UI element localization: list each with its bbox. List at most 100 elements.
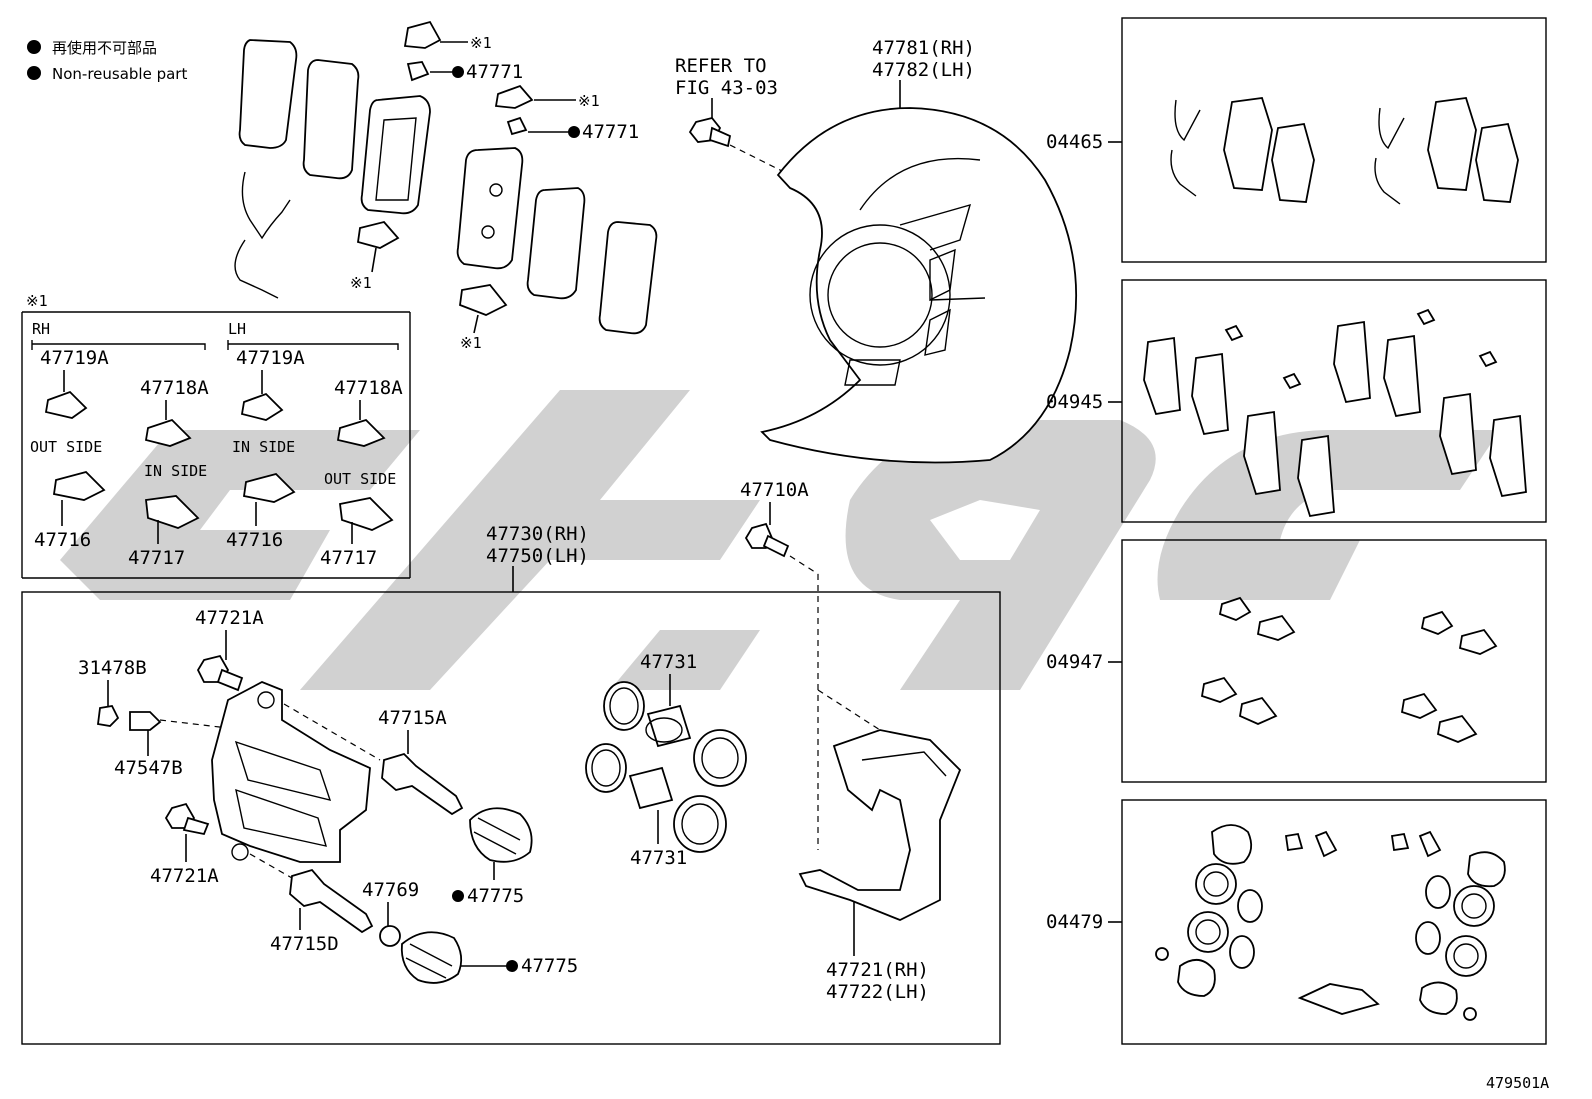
bleeder-icon <box>129 711 162 731</box>
clip-icon <box>1218 596 1252 621</box>
mark-1-label: ※1 <box>470 34 492 52</box>
cap-icon <box>1390 832 1410 852</box>
bleeder-icon <box>1418 830 1442 858</box>
kit-04479: 04479 <box>1046 799 1547 1045</box>
part-47715d-label: 47715D <box>270 933 339 955</box>
spring-icon <box>234 239 279 299</box>
pad-shim-icon <box>526 187 586 300</box>
part-47750-label: 47750(LH) <box>486 545 589 567</box>
clip-icon <box>406 61 430 82</box>
seal-ring-icon <box>1425 875 1451 909</box>
kit-04947-label: 04947 <box>1046 651 1103 673</box>
brake-pad-icon <box>456 147 524 270</box>
clip-icon <box>356 220 400 249</box>
non-reusable-dot-icon <box>27 40 41 54</box>
part-47722-label: 47722(LH) <box>826 981 929 1003</box>
part-47775-label: 47775 <box>521 955 578 977</box>
boot-ring-icon <box>1445 935 1487 977</box>
boot-icon <box>1419 981 1458 1015</box>
boot-icon <box>1177 959 1216 997</box>
cap-icon <box>1463 1007 1477 1021</box>
non-reusable-dot-icon <box>452 890 464 902</box>
pad-shim-icon <box>1143 336 1181 416</box>
pad-shim-icon <box>1297 434 1335 518</box>
clip-icon <box>144 418 192 447</box>
caliper-box: 47730(RH) 47750(LH) 47721A 31478B 47547B… <box>21 523 1001 1045</box>
clip-icon <box>403 20 442 49</box>
pad-shim-icon <box>1191 352 1229 436</box>
spring-icon <box>1174 99 1201 142</box>
mark-1-label: ※1 <box>578 92 600 110</box>
clip-icon <box>242 472 296 503</box>
guide-pin-icon <box>381 752 464 816</box>
non-reusable-dot-icon <box>27 66 41 80</box>
part-47781-label: 47781(RH) <box>872 37 975 59</box>
pad-shim-icon <box>238 39 298 149</box>
part-47782-label: 47782(LH) <box>872 59 975 81</box>
spring-icon <box>1170 149 1197 197</box>
mark-1-label: ※1 <box>460 334 482 352</box>
clip-icon <box>240 392 284 421</box>
kit-04947: 04947 <box>1046 539 1547 783</box>
spring-icon <box>1374 157 1401 205</box>
part-47718a-label: 47718A <box>334 377 403 399</box>
mark-1-label: ※1 <box>26 292 48 310</box>
clip-icon <box>336 418 386 447</box>
brake-pad-icon <box>360 95 431 215</box>
kit-04465-label: 04465 <box>1046 131 1103 153</box>
spring-icon <box>1378 107 1405 150</box>
boot-icon <box>1467 851 1506 888</box>
seal-ring-icon <box>1229 935 1255 969</box>
kit-04945-label: 04945 <box>1046 391 1103 413</box>
clip-icon <box>145 495 200 529</box>
clip-icon <box>1436 714 1478 743</box>
clip-icon <box>339 497 394 531</box>
part-47719a-label: 47719A <box>236 347 305 369</box>
inside-label: IN SIDE <box>144 462 207 480</box>
non-reusable-dot-icon <box>568 126 580 138</box>
part-47718a-label: 47718A <box>140 377 209 399</box>
part-47719a-label: 47719A <box>40 347 109 369</box>
clip-icon <box>44 390 88 419</box>
refer-to-label: REFER TO <box>675 55 767 77</box>
pad-shim-icon <box>1489 414 1527 498</box>
kit-04479-label: 04479 <box>1046 911 1103 933</box>
clip-icon <box>1256 614 1296 641</box>
watermark-logo <box>60 390 1500 690</box>
bolt-icon <box>744 522 819 850</box>
part-47710a-label: 47710A <box>740 479 809 501</box>
part-47717-label: 47717 <box>320 547 377 569</box>
part-47721a-label: 47721A <box>195 607 264 629</box>
refer-fig-label: FIG 43-03 <box>675 77 778 99</box>
figure-code: 479501A <box>1486 1074 1549 1092</box>
boot-ring-icon <box>1195 863 1237 905</box>
lh-label: LH <box>228 320 246 338</box>
legend: 再使用不可部品 Non-reusable part <box>27 39 187 83</box>
boot-ring-icon <box>1187 911 1229 953</box>
cap-icon <box>96 705 120 727</box>
brake-pad-icon <box>1427 97 1477 191</box>
brake-pad-icon <box>1223 97 1273 191</box>
rh-label: RH <box>32 320 50 338</box>
part-47716-label: 47716 <box>34 529 91 551</box>
clip-icon <box>1478 350 1498 368</box>
caliper-bracket-icon <box>798 729 962 921</box>
non-reusable-dot-icon <box>452 66 464 78</box>
part-31478b-label: 31478B <box>78 657 147 679</box>
outside-label: OUT SIDE <box>324 470 396 488</box>
legend-jp: 再使用不可部品 <box>52 39 157 57</box>
part-47769-label: 47769 <box>362 879 419 901</box>
part-47730-label: 47730(RH) <box>486 523 589 545</box>
guide-pin-icon <box>289 868 374 934</box>
brake-pad-icon <box>1475 122 1519 203</box>
pad-shim-icon <box>1243 410 1281 496</box>
pad-shim-icon <box>1383 334 1421 418</box>
piston-icon <box>628 766 674 810</box>
seal-ring-icon <box>1237 889 1263 923</box>
clip-icon <box>52 470 106 501</box>
outside-label: OUT SIDE <box>30 438 102 456</box>
clip-icon <box>1420 610 1454 635</box>
pad-shim-icon <box>302 59 360 180</box>
brake-pad-group-top <box>234 20 658 335</box>
